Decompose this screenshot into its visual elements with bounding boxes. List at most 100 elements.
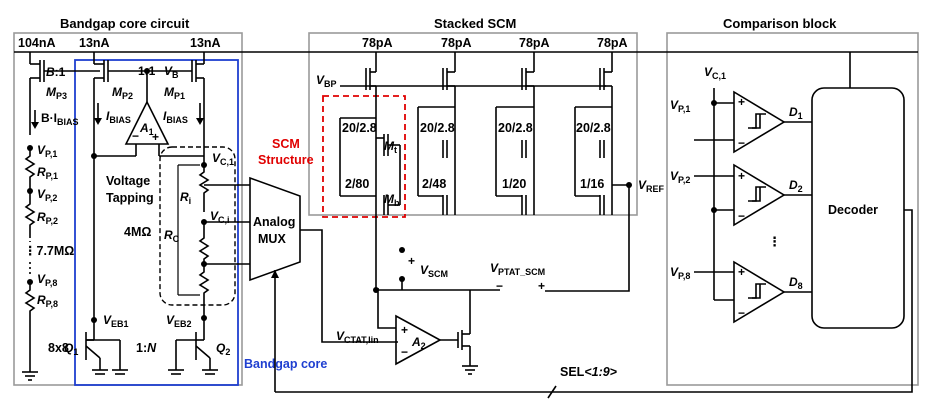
sign-vptat-minus: − [496,279,503,293]
transistor-mp1 [191,52,205,165]
label-rp8: RP,8 [37,293,58,309]
opamp-a1 [91,68,204,159]
current-13na-left: 13nA [79,36,110,50]
bjt-q1 [85,317,128,375]
label-mp3: MP3 [46,85,67,101]
label-4mohm: 4MΩ [124,225,151,239]
label-vp8-comp: VP,8 [670,265,690,281]
comparator-ellipsis: ⋮ [768,234,781,249]
resistor-string-rp [22,145,38,381]
label-bandgap-core: Bandgap core [244,357,327,371]
label-vci: VC,i [210,209,230,225]
scm-top-size-1: 20/2.8 [342,121,377,135]
label-mt: Mt [384,139,397,155]
scm-bottom-size-4: 1/16 [580,177,604,191]
label-q1: Q1 [64,341,78,357]
sign-comp2-plus: + [738,169,745,183]
label-scm: SCM [272,137,300,151]
current-104na: 104nA [18,36,56,50]
sel-bus [275,209,913,393]
label-vp1-comp: VP,1 [670,98,690,114]
comparison-block-box [666,32,919,386]
header-stacked-scm: Stacked SCM [434,16,516,31]
label-vctat: VCTAT,lin [336,329,379,345]
label-mb: Mb [384,192,400,208]
scm-bottom-size-2: 2/48 [422,177,446,191]
label-vp1: VP,1 [37,143,57,159]
label-a1: A1 [139,121,154,137]
sign-a2-plus: + [401,323,408,337]
scm-column-3 [495,52,535,215]
voltage-tapping-box [159,146,236,306]
analog-mux [249,176,301,282]
label-mux: MUX [258,232,286,246]
label-vc1-comp: VC,1 [704,65,726,81]
current-13na-right: 13nA [190,36,221,50]
label-rc: RC [164,228,180,244]
label-vscm: VSCM [420,263,448,279]
label-structure: Structure [258,153,314,167]
scm-structure-box [322,95,406,218]
sign-comp8-plus: + [738,265,745,279]
label-8x8: 8x8 [48,341,69,355]
comparator-1 [694,90,812,154]
label-vc1: VC,1 [212,151,234,167]
sign-comp1-plus: + [738,95,745,109]
label-vptat-scm: VPTAT_SCM [490,261,545,277]
label-vp2: VP,2 [37,187,57,203]
sign-a1-minus: − [132,129,139,143]
label-d1: D1 [789,105,803,121]
label-vbp: VBP [316,73,337,89]
scm-bottom-size-3: 1/20 [502,177,526,191]
header-comparison-block: Comparison block [723,16,837,31]
label-vp8: VP,8 [37,272,57,288]
decoder-block [811,87,905,329]
label-ri: Ri [180,190,191,206]
label-q2: Q2 [216,341,230,357]
sign-comp1-minus: − [738,136,745,150]
label-b-ibias: B·IBIAS [41,111,79,127]
label-mp2: MP2 [112,85,133,101]
sign-vscm-plus: + [408,254,415,268]
header-bandgap-core-circuit: Bandgap core circuit [60,16,190,31]
sel-bus-slash [547,385,557,399]
sign-a2-minus: − [401,345,408,359]
scm-current-1: 78pA [362,36,393,50]
label-sel: SEL<1:9> [560,365,618,379]
mux-sel-arrow [271,270,279,278]
scm-top-size-3: 20/2.8 [498,121,533,135]
scm-current-4: 78pA [597,36,628,50]
sign-a1-plus: + [152,130,159,144]
scm-top-size-2: 20/2.8 [420,121,455,135]
label-b-ratio: B:1 [46,65,66,79]
transistor-mp3 [29,52,100,135]
label-vb: VB [164,64,179,80]
scm-top-size-4: 20/2.8 [576,121,611,135]
label-tapping: Tapping [106,191,154,205]
scm-column-2 [417,52,456,215]
scm-column-1 [339,52,401,290]
arrow-head-ibias-left [94,118,102,125]
comparator-8 [694,260,812,324]
comparator-2 [694,163,812,227]
sign-comp2-minus: − [738,209,745,223]
sign-comp8-minus: − [738,306,745,320]
label-d2: D2 [789,178,803,194]
label-ibias-left: IBIAS [106,109,131,125]
label-mp1: MP1 [164,85,185,101]
scm-current-2: 78pA [441,36,472,50]
scm-bottom-size-1: 2/80 [345,177,369,191]
label-veb2: VEB2 [166,313,192,329]
label-voltage: Voltage [106,174,150,188]
scm-current-3: 78pA [519,36,550,50]
sign-vptat-plus: + [538,279,545,293]
label-rp2: RP,2 [37,210,58,226]
wire-vctat [300,229,398,343]
vscm-terminals [373,247,500,293]
arrow-head-b-ibias [31,122,39,129]
stacked-scm-box [308,32,638,216]
opamp-a2 [377,288,478,375]
label-d8: D8 [789,275,803,291]
